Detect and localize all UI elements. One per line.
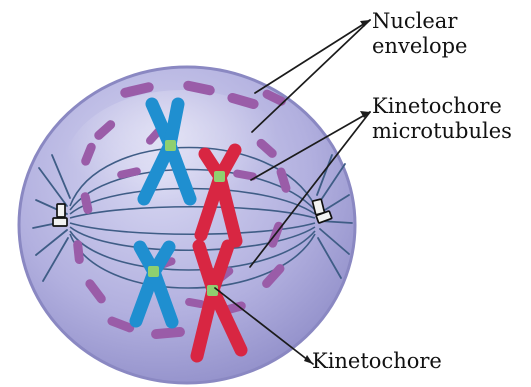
kinetochore-label: Kinetochore bbox=[312, 349, 442, 374]
nuclear-envelope-label: Nuclear envelope bbox=[372, 9, 467, 59]
nuclear-envelope-label-line-2: envelope bbox=[372, 34, 467, 59]
kinetochore-microtubules-label-line-1: Kinetochore bbox=[372, 94, 512, 119]
kinetochore-microtubules-label: Kinetochore microtubules bbox=[372, 94, 512, 144]
kinetochore-microtubules-label-line-2: microtubules bbox=[372, 119, 512, 144]
nuclear-envelope-label-line-1: Nuclear bbox=[372, 9, 467, 34]
